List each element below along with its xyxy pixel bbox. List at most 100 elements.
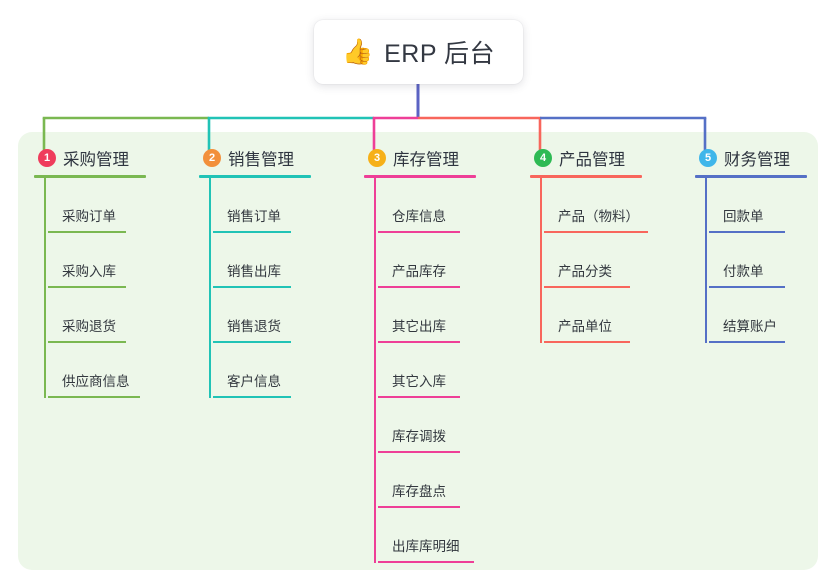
- branch-item-underline: [378, 506, 460, 508]
- branch-title-3: 库存管理: [393, 151, 459, 169]
- branch-header-2[interactable]: 2 销售管理: [199, 146, 311, 170]
- branch-item[interactable]: 其它出库: [378, 288, 476, 343]
- branch-item-underline: [378, 396, 460, 398]
- root-node[interactable]: 👍 ERP 后台: [314, 20, 523, 84]
- branch-item-label: 销售订单: [227, 209, 281, 224]
- branch-items-2: 销售订单销售出库销售退货客户信息: [199, 178, 311, 398]
- branch-item-label: 回款单: [723, 209, 764, 224]
- branch-items-4: 产品（物料） 产品分类产品单位: [530, 178, 648, 343]
- branch-header-1[interactable]: 1 采购管理: [34, 146, 146, 170]
- branch-item-underline: [378, 231, 460, 233]
- branch-item-label: 库存盘点: [392, 484, 446, 499]
- branch-item-underline: [709, 286, 785, 288]
- branch-header-3[interactable]: 3 库存管理: [364, 146, 476, 170]
- branch-item[interactable]: 结算账户: [709, 288, 807, 343]
- branch-item-underline: [48, 396, 140, 398]
- branch-item-label: 产品（物料）: [558, 209, 639, 224]
- branch-item-underline: [544, 231, 648, 233]
- branch-items-1: 采购订单采购入库采购退货供应商信息: [34, 178, 146, 398]
- branch-item[interactable]: 采购退货: [48, 288, 146, 343]
- branch-badge-2: 2: [203, 149, 221, 167]
- branch-item-underline: [213, 286, 291, 288]
- branch-item[interactable]: 客户信息: [213, 343, 311, 398]
- branch-item[interactable]: 产品分类: [544, 233, 642, 288]
- branch-underline-3: [364, 175, 476, 178]
- branch-title-4: 产品管理: [559, 151, 625, 169]
- branch-items-5: 回款单付款单结算账户: [695, 178, 807, 343]
- branch-item-underline: [709, 341, 785, 343]
- branch-item[interactable]: 其它入库: [378, 343, 476, 398]
- branch-item[interactable]: 采购入库: [48, 233, 146, 288]
- branch-item[interactable]: 供应商信息: [48, 343, 146, 398]
- branch-title-1: 采购管理: [63, 151, 129, 169]
- branch-item-underline: [378, 286, 460, 288]
- branch-item-underline: [378, 451, 460, 453]
- branch-spine-5: [705, 178, 707, 343]
- branch-badge-3: 3: [368, 149, 386, 167]
- branch-item-label: 产品库存: [392, 264, 446, 279]
- branch-spine-2: [209, 178, 211, 398]
- branch-underline-5: [695, 175, 807, 178]
- branch-item-underline: [213, 231, 291, 233]
- branch-item-label: 结算账户: [723, 319, 777, 334]
- branch-item-underline: [48, 231, 126, 233]
- branch-badge-5: 5: [699, 149, 717, 167]
- root-node-title: ERP 后台: [384, 40, 496, 68]
- branch-item-underline: [544, 286, 630, 288]
- branch-item[interactable]: 付款单: [709, 233, 807, 288]
- branch-item-label: 销售退货: [227, 319, 281, 334]
- branch-item-label: 出库库明细: [392, 539, 460, 554]
- branch-item-label: 供应商信息: [62, 374, 130, 389]
- branch-item-label: 仓库信息: [392, 209, 446, 224]
- branch-column-2[interactable]: 2 销售管理销售订单销售出库销售退货客户信息: [199, 146, 311, 398]
- branch-item[interactable]: 出库库明细: [378, 508, 476, 563]
- branch-item[interactable]: 销售退货: [213, 288, 311, 343]
- branch-item-underline: [48, 341, 126, 343]
- branch-item[interactable]: 产品库存: [378, 233, 476, 288]
- branch-column-1[interactable]: 1 采购管理采购订单采购入库采购退货供应商信息: [34, 146, 146, 398]
- branch-item[interactable]: 仓库信息: [378, 178, 476, 233]
- branch-item-label: 库存调拨: [392, 429, 446, 444]
- branch-item-label: 产品分类: [558, 264, 612, 279]
- branch-title-2: 销售管理: [228, 151, 294, 169]
- branch-header-5[interactable]: 5 财务管理: [695, 146, 807, 170]
- branch-item-underline: [544, 341, 630, 343]
- thumbs-up-icon: 👍: [341, 37, 374, 66]
- branch-item-label: 其它入库: [392, 374, 446, 389]
- branch-item[interactable]: 库存调拨: [378, 398, 476, 453]
- branch-item[interactable]: 采购订单: [48, 178, 146, 233]
- branch-item-label: 其它出库: [392, 319, 446, 334]
- branch-underline-1: [34, 175, 146, 178]
- branch-badge-1: 1: [38, 149, 56, 167]
- branch-item-underline: [213, 341, 291, 343]
- branch-item-underline: [378, 561, 474, 563]
- branch-badge-4: 4: [534, 149, 552, 167]
- branch-item-label: 采购退货: [62, 319, 116, 334]
- branch-item-underline: [709, 231, 785, 233]
- branch-column-4[interactable]: 4 产品管理产品（物料） 产品分类产品单位: [530, 146, 648, 343]
- branch-items-3: 仓库信息产品库存其它出库其它入库库存调拨库存盘点出库库明细: [364, 178, 476, 563]
- branch-item[interactable]: 销售订单: [213, 178, 311, 233]
- branch-header-4[interactable]: 4 产品管理: [530, 146, 642, 170]
- branch-item[interactable]: 产品（物料）: [544, 178, 648, 233]
- branch-title-5: 财务管理: [724, 151, 790, 169]
- branch-underline-2: [199, 175, 311, 178]
- branch-item[interactable]: 产品单位: [544, 288, 642, 343]
- branch-item-underline: [213, 396, 291, 398]
- branch-item[interactable]: 销售出库: [213, 233, 311, 288]
- branch-item-label: 付款单: [723, 264, 764, 279]
- branch-item[interactable]: 库存盘点: [378, 453, 476, 508]
- branches-panel: [18, 132, 818, 570]
- branch-spine-1: [44, 178, 46, 398]
- branch-column-3[interactable]: 3 库存管理仓库信息产品库存其它出库其它入库库存调拨库存盘点出库库明细: [364, 146, 476, 563]
- branch-column-5[interactable]: 5 财务管理回款单付款单结算账户: [695, 146, 807, 343]
- branch-item-label: 采购入库: [62, 264, 116, 279]
- branch-spine-3: [374, 178, 376, 563]
- branch-item[interactable]: 回款单: [709, 178, 807, 233]
- branch-underline-4: [530, 175, 642, 178]
- branch-item-label: 客户信息: [227, 374, 281, 389]
- branch-item-label: 采购订单: [62, 209, 116, 224]
- branch-item-label: 产品单位: [558, 319, 612, 334]
- branch-item-label: 销售出库: [227, 264, 281, 279]
